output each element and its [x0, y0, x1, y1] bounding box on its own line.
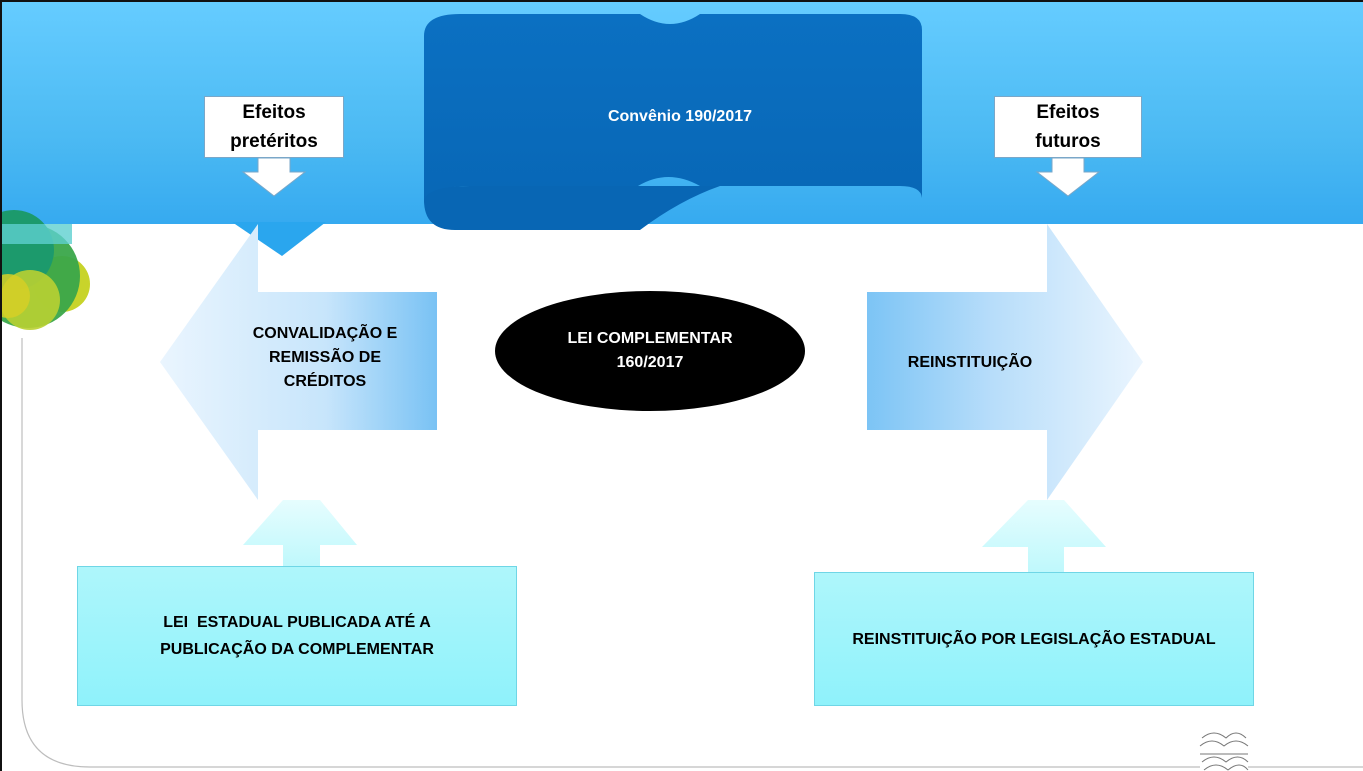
lei-estadual-line2: PUBLICAÇÃO DA COMPLEMENTAR: [160, 641, 434, 658]
convalidacao-label: CONVALIDAÇÃO E REMISSÃO DE CRÉDITOS: [220, 318, 430, 398]
decorative-circles-icon: [0, 210, 90, 330]
efeitos-futuros-box: Efeitos futuros: [994, 96, 1142, 158]
lei-estadual-line1: LEI ESTADUAL PUBLICADA ATÉ A: [163, 614, 431, 631]
efeitos-futuros-line1: Efeitos: [1036, 102, 1100, 123]
efeitos-preteritos-box: Efeitos pretéritos: [204, 96, 344, 158]
efeitos-preteritos-line2: pretéritos: [230, 131, 318, 152]
reinstituicao-label: REINSTITUIÇÃO: [907, 354, 1033, 371]
lei-complementar-line2: 160/2017: [616, 354, 684, 371]
convenio-label: Convênio 190/2017: [607, 108, 753, 125]
reinstituicao-legislacao-box: REINSTITUIÇÃO POR LEGISLAÇÃO ESTADUAL: [814, 572, 1254, 706]
frame-curve: [21, 338, 1200, 768]
lei-complementar-label: LEI COMPLEMENTAR 160/2017: [520, 318, 780, 384]
right-up-arrow: [982, 500, 1106, 572]
frame-left-line: [0, 0, 2, 771]
left-up-arrow: [243, 500, 357, 566]
efeitos-preteritos-line1: Efeitos: [242, 102, 306, 123]
frame-top-line: [0, 0, 1363, 2]
efeitos-futuros-line2: futuros: [1035, 131, 1101, 152]
lei-complementar-line1: LEI COMPLEMENTAR: [567, 330, 733, 347]
lei-estadual-box: LEI ESTADUAL PUBLICADA ATÉ A PUBLICAÇÃO …: [77, 566, 517, 706]
convenio-scroll-shape: [424, 14, 922, 205]
lei-complementar-ellipse: [495, 291, 805, 411]
right-arrow-shape: [867, 224, 1143, 500]
wave-logo-icon: [1199, 732, 1249, 771]
right-callout-arrow: [1035, 157, 1101, 197]
reinstituicao-legislacao-text: REINSTITUIÇÃO POR LEGISLAÇÃO ESTADUAL: [852, 630, 1216, 648]
left-arrow-shape: [160, 224, 437, 500]
left-callout-arrow: [241, 157, 307, 197]
convalidacao-line3: CRÉDITOS: [283, 373, 367, 390]
convalidacao-line1: CONVALIDAÇÃO E: [252, 325, 398, 342]
convalidacao-line2: REMISSÃO DE: [268, 349, 381, 366]
